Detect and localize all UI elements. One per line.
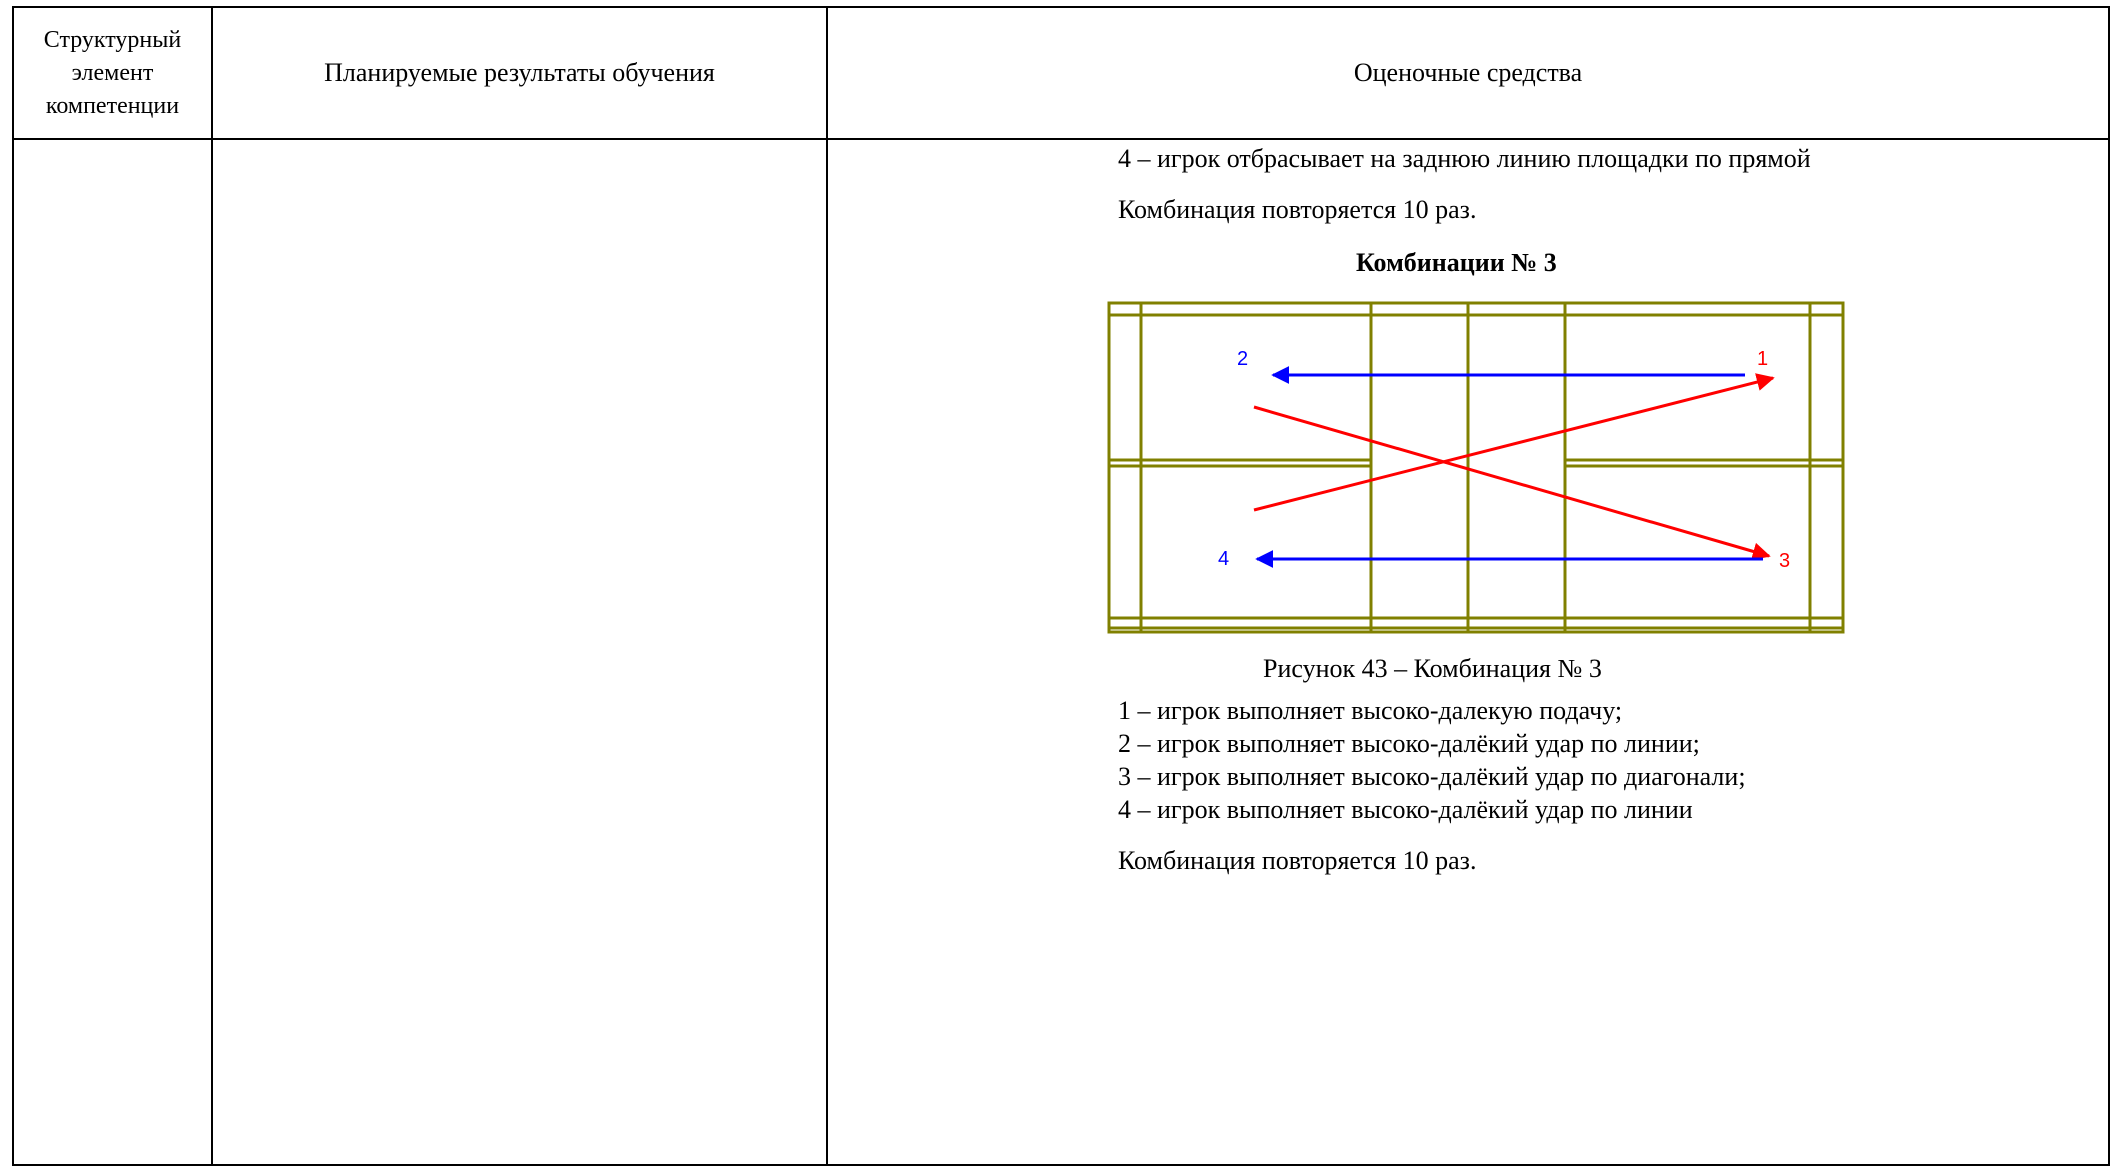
cell-structural-element bbox=[12, 138, 213, 1166]
court-lines bbox=[1107, 301, 1845, 634]
label-1: 1 bbox=[1757, 348, 1768, 370]
cell-planned-results bbox=[211, 138, 828, 1166]
list-item: 3 – игрок выполняет высоко-далёкий удар … bbox=[1118, 762, 1746, 791]
figure-caption: Рисунок 43 – Комбинация № 3 bbox=[1263, 654, 1602, 683]
text-line: 4 – игрок отбрасывает на заднюю линию пл… bbox=[1118, 144, 1811, 173]
badminton-court-diagram: 2 1 3 4 bbox=[1107, 301, 1845, 634]
red-arrow-serve bbox=[1253, 373, 1775, 512]
figure-title: Комбинации № 3 bbox=[1356, 248, 1557, 277]
header-col1-line1: Структурный bbox=[43, 26, 182, 53]
label-3: 3 bbox=[1779, 550, 1790, 572]
header-structural-element: Структурный элемент компетенции bbox=[12, 6, 213, 140]
header-row: Структурный элемент компетенции Планируе… bbox=[12, 6, 2110, 140]
list-item: 4 – игрок выполняет высоко-далёкий удар … bbox=[1118, 795, 1693, 824]
list-item: Комбинация повторяется 10 раз. bbox=[1118, 846, 1477, 875]
list-item: 2 – игрок выполняет высоко-далёкий удар … bbox=[1118, 729, 1700, 758]
list-item: 1 – игрок выполняет высоко-далекую подач… bbox=[1118, 696, 1623, 725]
header-assessment-tools: Оценочные средства bbox=[826, 6, 2110, 140]
cell-assessment-tools bbox=[826, 138, 2110, 1166]
header-col1-line3: компетенции bbox=[45, 92, 180, 119]
label-4: 4 bbox=[1218, 548, 1229, 570]
red-arrow-diagonal bbox=[1253, 405, 1771, 561]
header-col1-line2: элемент bbox=[71, 59, 154, 86]
text-line: Комбинация повторяется 10 раз. bbox=[1118, 195, 1477, 224]
label-2: 2 bbox=[1237, 348, 1248, 370]
body-row bbox=[12, 138, 2110, 1166]
header-planned-results: Планируемые результаты обучения bbox=[211, 6, 828, 140]
